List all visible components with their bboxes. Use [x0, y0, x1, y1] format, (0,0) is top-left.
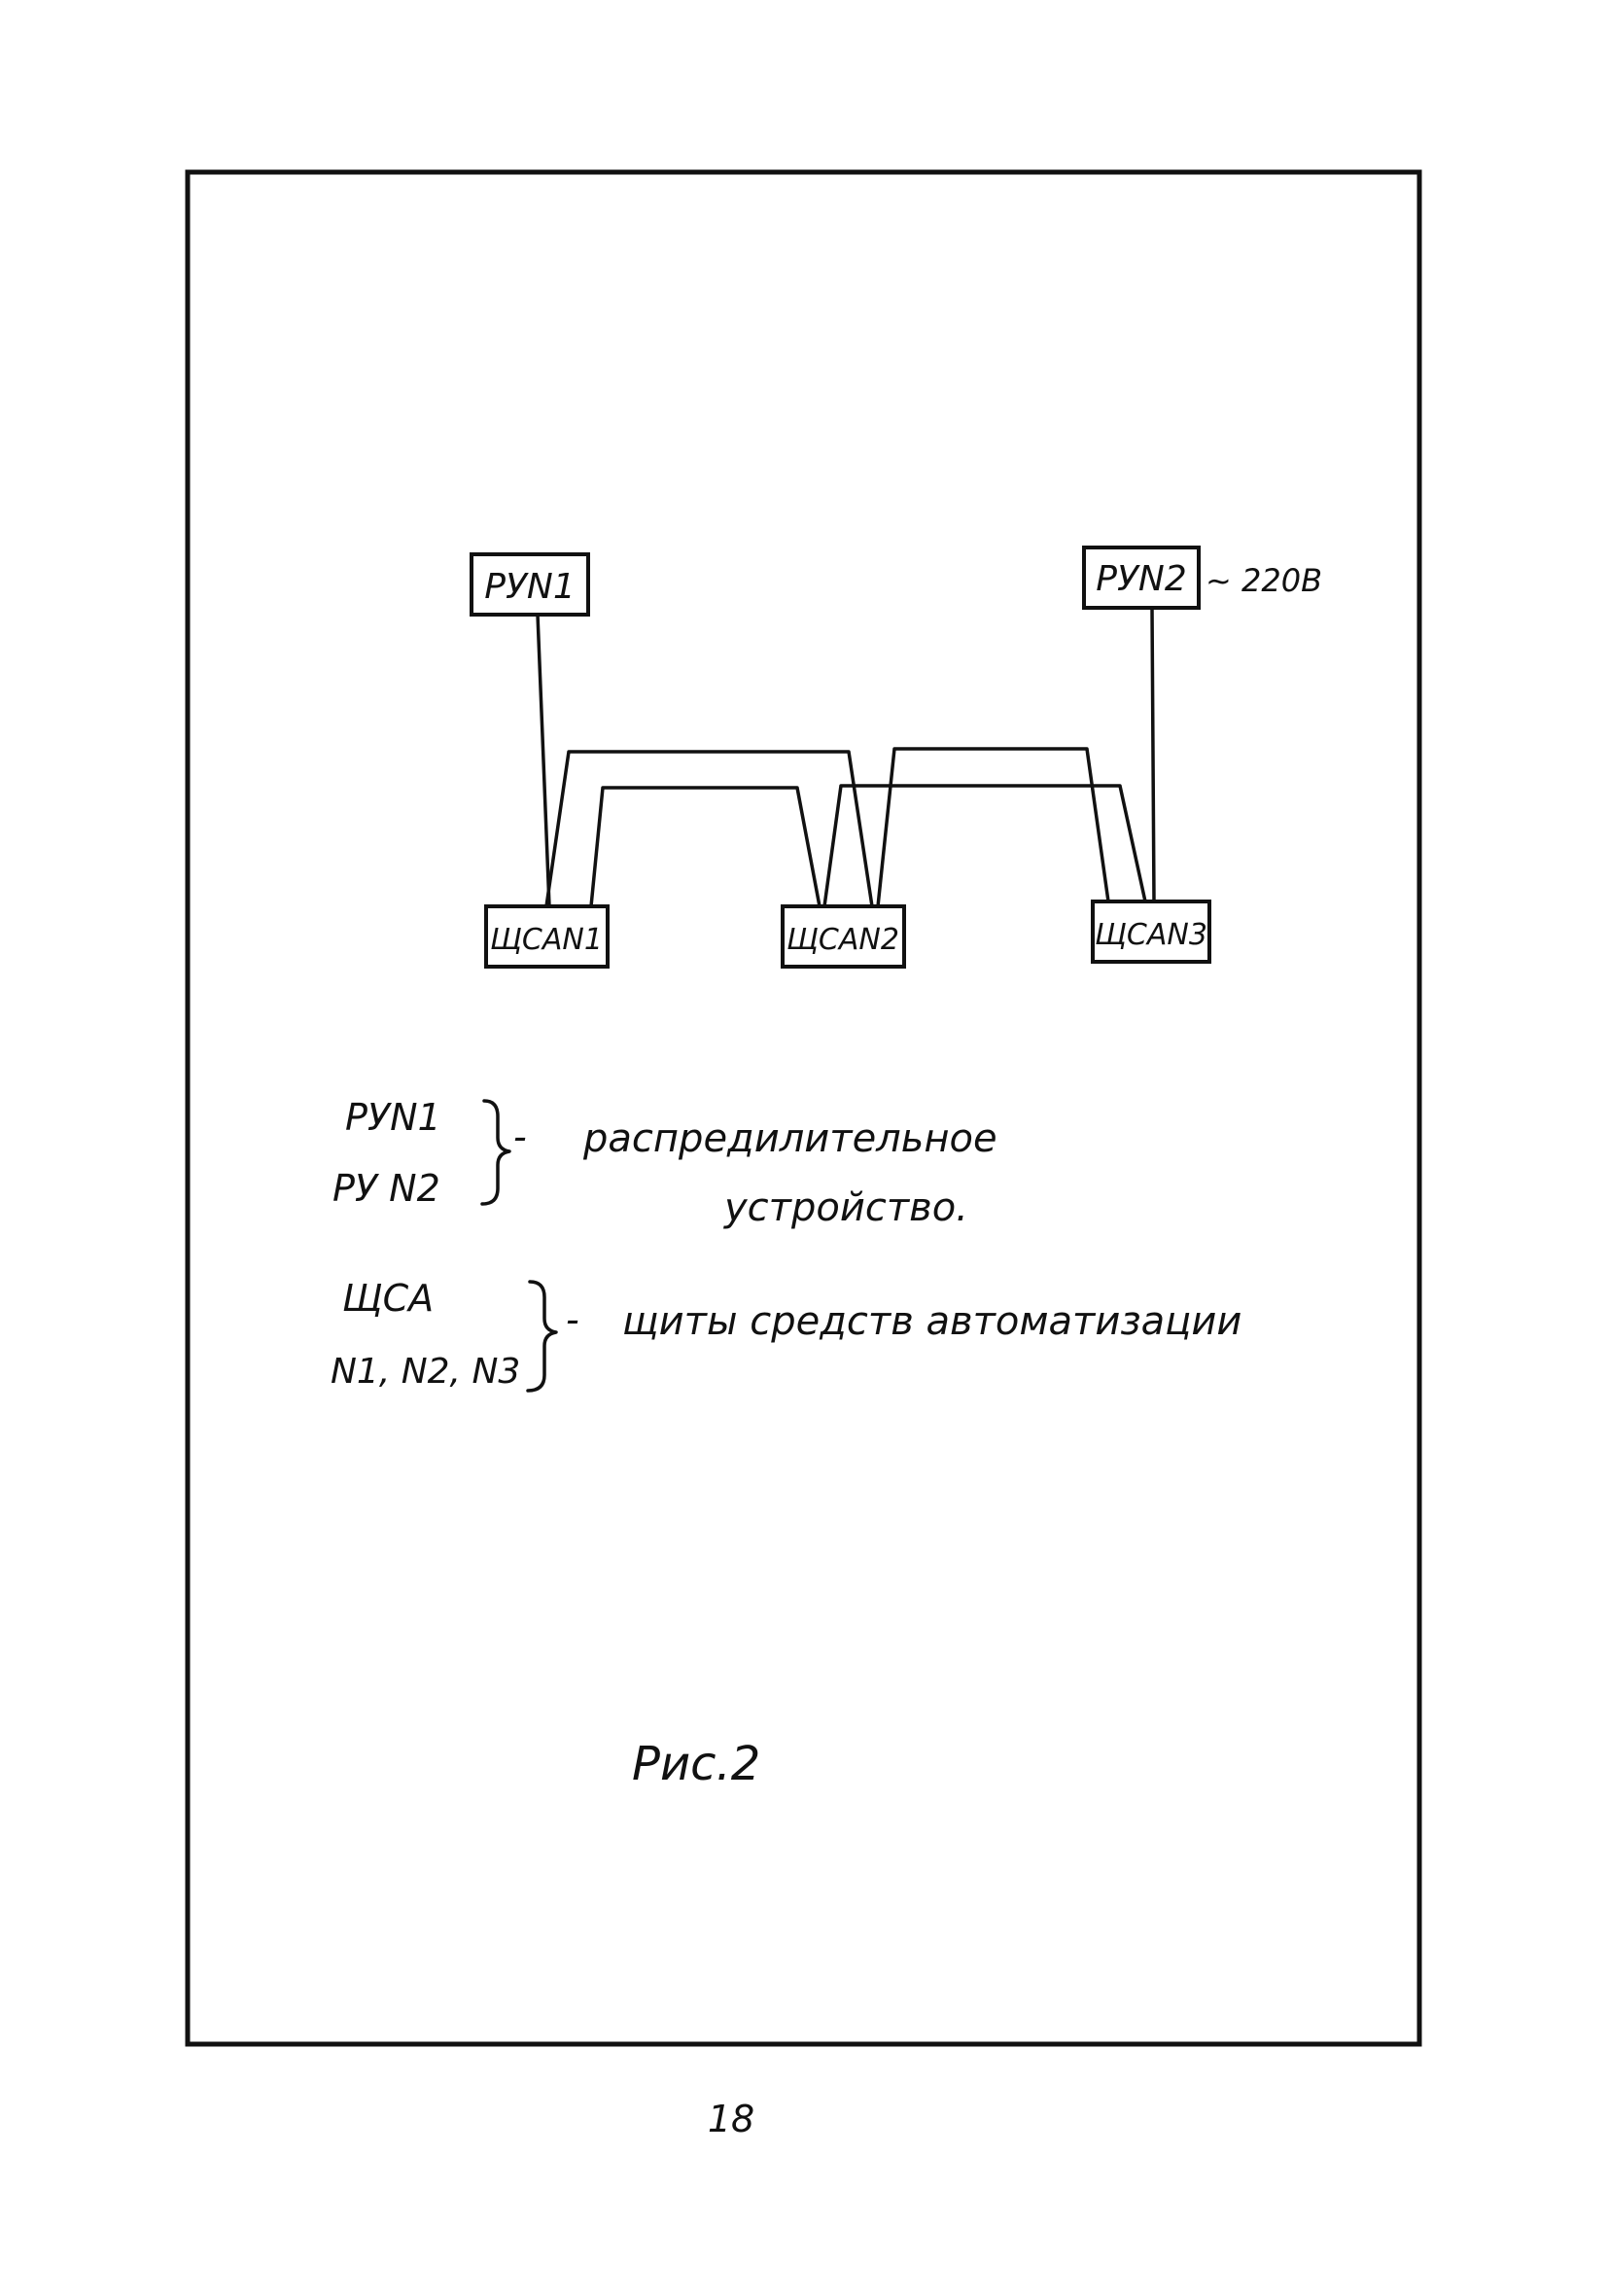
node-shsa3: ЩСАN3 [1091, 900, 1211, 964]
legend-ru-brace [480, 1099, 511, 1206]
legend-ru-dash: - [513, 1115, 527, 1158]
legend-shsa-line1: ЩСА [342, 1277, 434, 1320]
shsa1-label: ЩСАN1 [490, 923, 603, 957]
shsa2-box [781, 904, 906, 969]
legend-ru-desc-line1: распредилительное [582, 1116, 997, 1161]
ru2-label: РУN2 [1096, 559, 1186, 599]
wire-shsa1-shsa2-inner [589, 786, 821, 908]
node-shsa1: ЩСАN1 [484, 904, 610, 969]
wire-shsa2-shsa3-outer [876, 747, 1110, 908]
wire-ru1-shsa1 [536, 613, 551, 908]
page-frame [185, 169, 1422, 2047]
legend-ru-line1: РУN1 [345, 1096, 441, 1139]
legend-shsa-dash: - [566, 1298, 579, 1341]
node-ru2: РУN2 ~ 220В [1082, 546, 1322, 610]
legend-ru-desc-line2: устройство. [723, 1185, 968, 1230]
page-number: 18 [708, 2098, 754, 2140]
figure-caption: Рис.2 [632, 1737, 760, 1791]
shsa3-label: ЩСАN3 [1095, 918, 1207, 952]
node-ru1: РУN1 [470, 552, 590, 617]
legend-shsa-line2: N1, N2, N3 [331, 1352, 520, 1392]
ru2-box [1082, 546, 1201, 610]
ru1-box [470, 552, 590, 617]
legend-shsa-brace [526, 1280, 558, 1393]
shsa3-box [1091, 900, 1211, 964]
ru2-supply-label: ~ 220В [1206, 562, 1322, 599]
ru1-label: РУN1 [484, 567, 575, 607]
legend-ru: РУN1 РУ N2 - распредилительное устройств… [332, 1096, 997, 1230]
wire-shsa2-shsa3-inner [822, 784, 1147, 908]
node-shsa2: ЩСАN2 [781, 904, 906, 969]
legend-shsa: ЩСА N1, N2, N3 - щиты средств автоматиза… [331, 1277, 1241, 1393]
wire-ru2-shsa3 [1150, 606, 1156, 903]
legend-ru-line2: РУ N2 [332, 1167, 440, 1210]
wire-shsa1-shsa2-outer [544, 750, 874, 908]
legend-shsa-desc: щиты средств автоматизации [622, 1299, 1241, 1344]
shsa2-label: ЩСАN2 [787, 923, 899, 957]
